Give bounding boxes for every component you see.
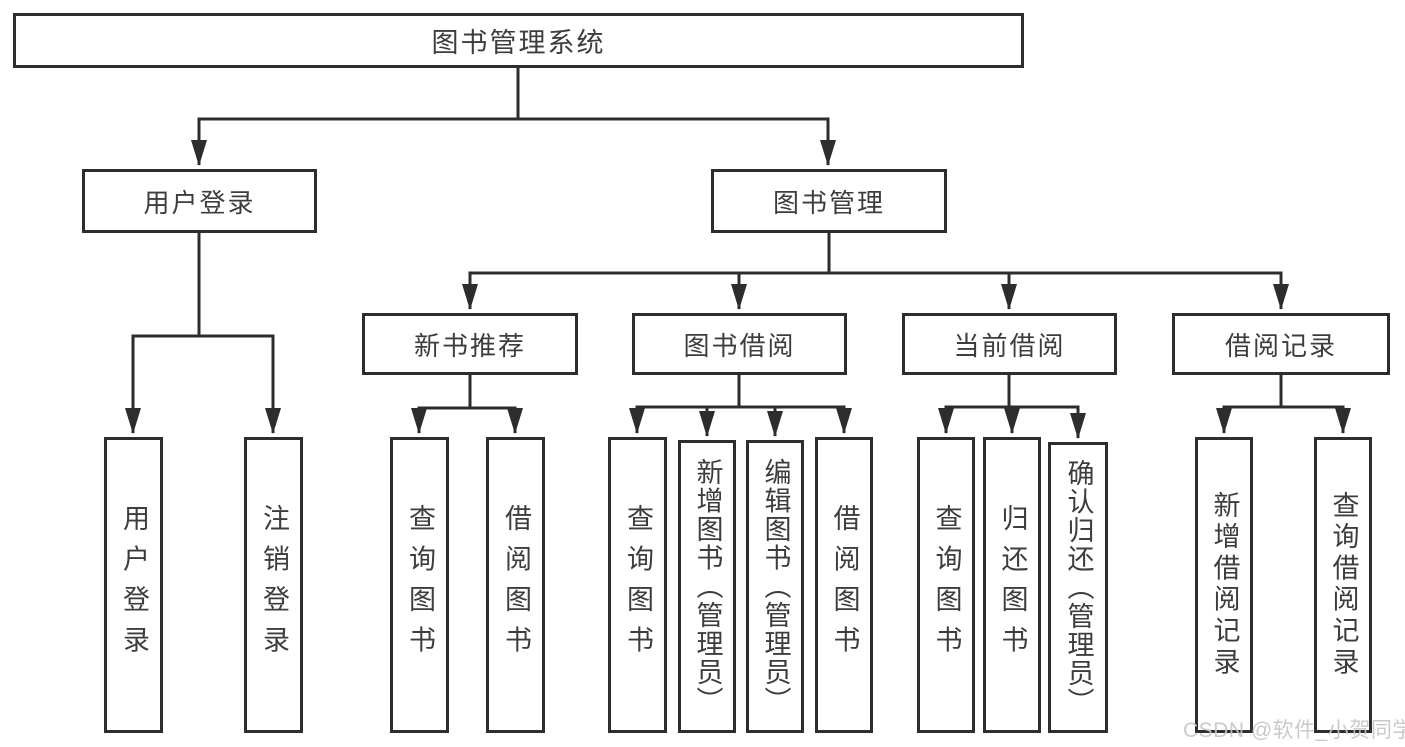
leaf-bb-edit-books-admin-label: 编辑图书（管理员）: [760, 457, 791, 716]
node-book-borrow: 图书借阅: [632, 313, 847, 375]
leaf-br-query-record: 查询借阅记录: [1314, 437, 1372, 733]
node-current-borrow-label: 当前借阅: [953, 330, 1066, 361]
leaf-nb-borrow-books: 借阅图书: [486, 437, 545, 733]
leaf-cb-return-books-label: 归还图书: [997, 504, 1028, 666]
node-book-management-label: 图书管理: [772, 187, 885, 218]
leaf-user-login: 用户登录: [104, 437, 163, 733]
node-borrow-records-label: 借阅记录: [1224, 330, 1337, 361]
leaf-br-add-record-label: 新增借阅记录: [1209, 491, 1240, 679]
csdn-watermark: CSDN @软件_小贺同学: [1183, 719, 1405, 742]
leaf-cb-confirm-return-admin: 确认归还（管理员）: [1048, 442, 1108, 733]
leaf-cb-confirm-return-admin-label: 确认归还（管理员）: [1063, 458, 1094, 717]
node-current-borrow: 当前借阅: [902, 313, 1117, 375]
leaf-bb-query-books-label: 查询图书: [623, 504, 653, 666]
node-user-login-label: 用户登录: [143, 187, 256, 218]
leaf-bb-query-books: 查询图书: [608, 437, 667, 733]
leaf-bb-borrow-books-label: 借阅图书: [829, 504, 860, 666]
node-root: 图书管理系统: [13, 13, 1024, 68]
leaf-bb-add-books-admin: 新增图书（管理员）: [678, 440, 736, 733]
node-book-management: 图书管理: [711, 169, 947, 233]
leaf-br-query-record-label: 查询借阅记录: [1328, 491, 1359, 679]
leaf-nb-query-books-label: 查询图书: [405, 504, 435, 666]
leaf-logout: 注销登录: [244, 437, 303, 733]
leaf-cb-query-books-label: 查询图书: [931, 504, 962, 666]
leaf-logout-label: 注销登录: [259, 504, 289, 666]
leaf-user-login-label: 用户登录: [119, 504, 149, 666]
leaf-cb-query-books: 查询图书: [917, 437, 975, 733]
node-root-label: 图书管理系统: [431, 28, 606, 58]
node-book-borrow-label: 图书借阅: [683, 330, 796, 361]
node-borrow-records: 借阅记录: [1172, 313, 1390, 375]
leaf-cb-return-books: 归还图书: [983, 437, 1041, 733]
leaf-bb-borrow-books: 借阅图书: [815, 437, 873, 733]
leaf-bb-edit-books-admin: 编辑图书（管理员）: [746, 440, 804, 733]
leaf-br-add-record: 新增借阅记录: [1195, 437, 1253, 733]
leaf-nb-query-books: 查询图书: [390, 437, 449, 733]
leaf-nb-borrow-books-label: 借阅图书: [501, 504, 531, 666]
node-new-book-recommend: 新书推荐: [362, 313, 578, 375]
node-new-book-recommend-label: 新书推荐: [413, 330, 526, 361]
node-user-login: 用户登录: [82, 169, 317, 233]
leaf-bb-add-books-admin-label: 新增图书（管理员）: [692, 457, 723, 716]
